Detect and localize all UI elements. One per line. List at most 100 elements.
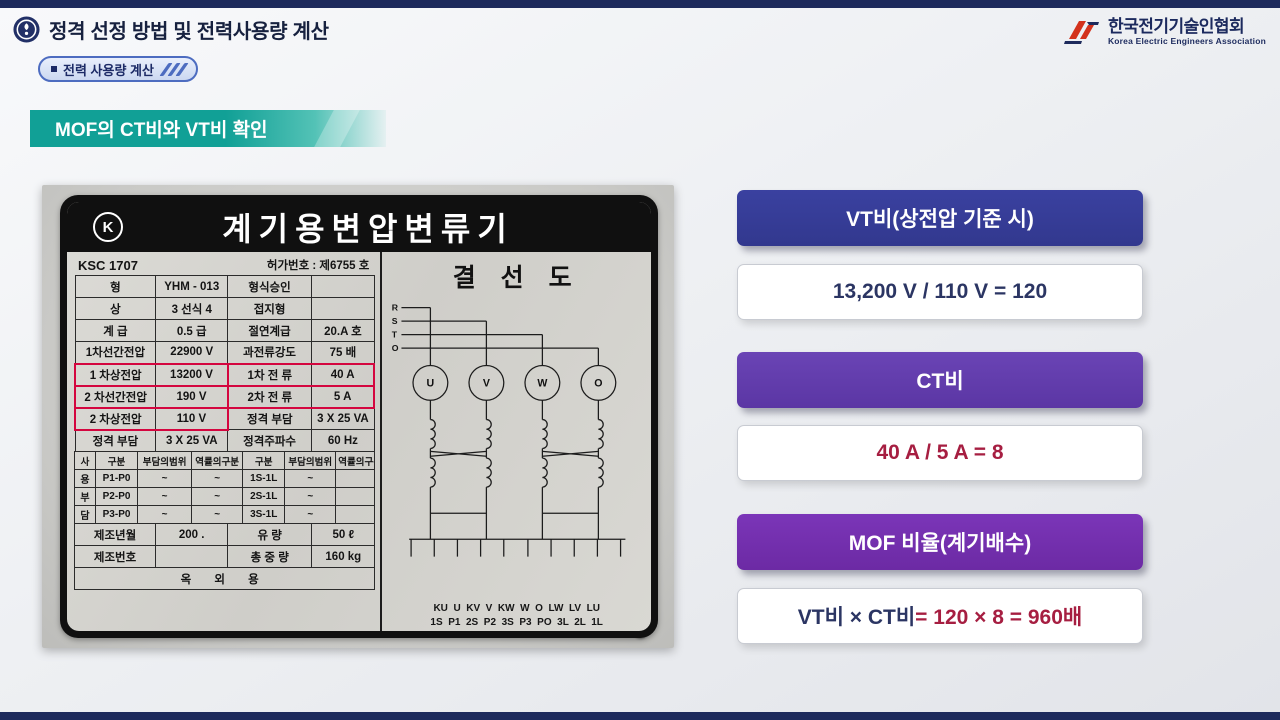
cell: 부담의범위 [284, 451, 337, 470]
cell: P3-P0 [95, 505, 139, 524]
feed-label: R [392, 302, 399, 312]
cell: 2차 전 류 [226, 384, 312, 409]
wiring-diagram-title: 결 선 도 [452, 264, 581, 292]
calculation-panels: VT비(상전압 기준 시) 13,200 V / 110 V = 120 CT비… [737, 190, 1143, 645]
cell: 총 중 량 [227, 545, 313, 568]
page-title: 정격 선정 방법 및 전력사용량 계산 [49, 21, 329, 43]
cell: 형식승인 [227, 275, 312, 298]
spec-row-highlighted: 2 차선간전압 190 V 2차 전 류 5 A [74, 384, 376, 409]
burden-header-row: 사 구분 부담의범위 역률의구분 구분 부담의범위 역률의구분 [73, 451, 376, 470]
org-name: 한국전기기술인협회 [1107, 17, 1245, 37]
nameplate-header: K 계기용변압변류기 [67, 202, 651, 252]
kea-logo-icon [1063, 21, 1099, 44]
spec-row-highlighted: 2 차상전압 110 V 정격 부담 3 X 25 VA [74, 406, 375, 431]
nameplate-title: 계기용변압변류기 [222, 211, 514, 247]
cell: 사 [73, 451, 97, 470]
cell: 접지형 [227, 297, 312, 320]
vt-ratio-header-label: VT비(상전압 기준 시) [846, 208, 1034, 231]
cell: 상 [74, 297, 157, 320]
ct-ratio-header-label: CT비 [916, 370, 964, 393]
cell: 계 급 [74, 319, 157, 342]
mfg-row: 제조번호 총 중 량 160 kg [73, 545, 376, 568]
spec-row: 형 YHM - 013 형식승인 [74, 275, 375, 298]
cell: 1S-1L [242, 469, 286, 488]
cell: ~ [284, 505, 337, 524]
cell: 190 V [155, 384, 229, 409]
spec-row-highlighted: 1 차상전압 13200 V 1차 전 류 40 A [74, 362, 376, 387]
cell: 구분 [242, 451, 286, 470]
cell: 정격 부담 [74, 429, 157, 452]
cell: YHM - 013 [155, 275, 229, 298]
cell: 5 A [310, 384, 376, 409]
section-banner: MOF의 CT비와 VT비 확인 [30, 110, 386, 147]
coil-label: W [538, 378, 548, 390]
cell: ~ [284, 487, 337, 506]
cell: P1-P0 [95, 469, 139, 488]
org-logo: 한국전기기술인협회 Korea Electric Engineers Assoc… [1062, 17, 1266, 47]
spec-row: 계 급 0.5 급 절연계급 20.A 호 [74, 319, 375, 342]
cell: ~ [137, 505, 193, 524]
cell: 1 차상전압 [74, 362, 157, 387]
cell: ~ [137, 469, 193, 488]
cell: 75 배 [310, 341, 375, 364]
vt-ratio-value: 13,200 V / 110 V = 120 [737, 264, 1143, 320]
feed-label: O [392, 343, 399, 353]
cell: 160 kg [311, 545, 376, 568]
cell: ~ [284, 469, 337, 488]
cell: 유 량 [227, 523, 313, 546]
org-subtitle: Korea Electric Engineers Association [1107, 35, 1266, 46]
cell: 200 . [155, 523, 229, 546]
cell: 정격주파수 [227, 429, 312, 452]
nameplate-photo: K 계기용변압변류기 KSC 1707 허가번호 : 제6755 호 [42, 185, 674, 648]
cell: ~ [191, 469, 244, 488]
cell: P2-P0 [95, 487, 139, 506]
terminal-labels-top: KU U KV V KW W O LW LV LU [433, 603, 600, 614]
terminal-labels-bottom: 1S P1 2S P2 3S P3 PO 3L 2L 1L [430, 616, 603, 628]
ct-ratio-value-text: 40 A / 5 A = 8 [876, 441, 1004, 464]
cell: 1차선간전압 [74, 341, 157, 364]
outdoor-row: 옥 외 용 [73, 567, 376, 590]
cell: 부 [73, 487, 97, 506]
cell: 1차 전 류 [226, 362, 312, 387]
mfg-row: 제조년월 200 . 유 량 50 ℓ [73, 523, 376, 546]
cell: 13200 V [155, 362, 229, 387]
cell [155, 545, 229, 568]
cell: 역률의구분 [335, 451, 376, 470]
section-title: MOF의 CT비와 VT비 확인 [55, 120, 268, 141]
cell: 0.5 급 [155, 319, 229, 342]
spec-row: 1차선간전압 22900 V 과전류강도 75 배 [74, 341, 375, 364]
bottom-strip [0, 712, 1280, 720]
badge-slashes-icon [159, 62, 189, 76]
feed-label: T [392, 330, 398, 340]
cell: 50 ℓ [311, 523, 376, 546]
top-strip [0, 0, 1280, 8]
cell: 용 [73, 469, 97, 488]
coil-label: O [595, 378, 603, 390]
vt-ratio-value-text: 13,200 V / 110 V = 120 [832, 280, 1048, 303]
burden-table: 사 구분 부담의범위 역률의구분 구분 부담의범위 역률의구분 용 P1-P0 [73, 451, 376, 524]
cell: 구분 [95, 451, 139, 470]
cell: 3 선식 4 [155, 297, 229, 320]
cell [335, 469, 376, 488]
cell: 제조번호 [73, 545, 157, 568]
wiring-section: 결 선 도 [382, 252, 651, 631]
coil-label: U [427, 378, 435, 390]
mof-ratio-value-red: = 120 × 8 = 960배 [915, 606, 1083, 629]
mof-ratio-value: VT비 × CT비 = 120 × 8 = 960배 [737, 588, 1143, 644]
standard-code: KSC 1707 [78, 257, 138, 273]
cell: 형 [74, 275, 157, 298]
feed-label: S [392, 316, 398, 326]
vt-ratio-header: VT비(상전압 기준 시) [737, 190, 1143, 246]
cell: 3 X 25 VA [155, 429, 229, 452]
cell: 담 [73, 505, 97, 524]
cell: 110 V [155, 406, 229, 431]
burden-row: 담 P3-P0 ~ ~ 3S-1L ~ [73, 505, 376, 524]
cell [310, 275, 375, 298]
mof-ratio-value-navy: VT비 × CT비 [797, 606, 916, 629]
mof-ratio-header: MOF 비율(계기배수) [737, 514, 1143, 570]
permit-number: 허가번호 : 제6755 호 [266, 260, 370, 272]
cell: 2 차선간전압 [74, 384, 157, 409]
ct-ratio-value: 40 A / 5 A = 8 [737, 425, 1143, 481]
nameplate: K 계기용변압변류기 KSC 1707 허가번호 : 제6755 호 [60, 195, 658, 638]
cell: 절연계급 [227, 319, 312, 342]
